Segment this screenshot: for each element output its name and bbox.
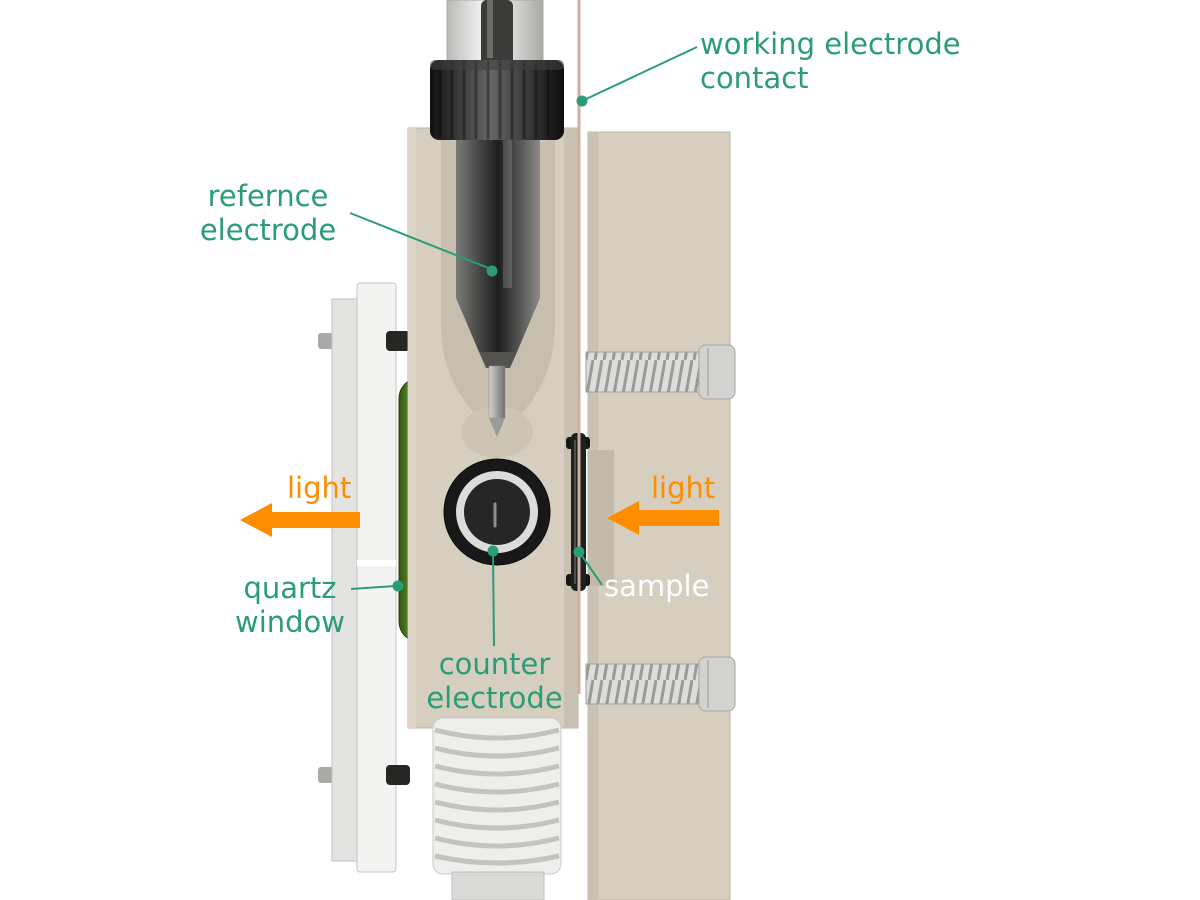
pointer-line-working-electrode — [583, 46, 698, 101]
pointer-dots — [392, 95, 588, 592]
label-light-right: light — [651, 471, 716, 505]
label-quartz-window: quartz window — [210, 571, 370, 639]
bottom-thread-plug — [432, 717, 562, 900]
label-reference-electrode-line1: refernce — [207, 179, 329, 213]
label-reference-electrode-line2: electrode — [199, 213, 337, 247]
pointer-line-quartz-window — [350, 585, 396, 590]
pointer-dot-reference-electrode — [486, 265, 498, 277]
clamp-screw-top — [585, 344, 736, 400]
label-counter-electrode-line2: electrode — [426, 681, 563, 715]
light-arrow-left — [240, 503, 360, 537]
label-quartz-window-line1: quartz — [243, 571, 337, 605]
label-sample: sample — [604, 569, 710, 603]
pointer-dot-sample — [573, 546, 585, 558]
window-flange-plates — [331, 282, 397, 873]
label-working-electrode-contact: working electrode contact — [700, 27, 961, 95]
label-working-electrode-contact-line2: contact — [700, 61, 809, 95]
clamp-screw-bottom — [585, 656, 736, 712]
label-reference-electrode: refernce electrode — [168, 179, 368, 247]
light-arrow-right — [607, 501, 719, 535]
label-quartz-window-line2: window — [234, 605, 346, 639]
pointer-dot-working-electrode — [576, 95, 588, 107]
electrode-cap — [430, 60, 564, 140]
pointer-line-counter-electrode — [492, 552, 495, 647]
counter-electrode-port — [443, 458, 551, 566]
label-counter-electrode: counter electrode — [402, 647, 587, 715]
pointer-lines — [349, 46, 698, 647]
flange-fastener-heads — [386, 331, 410, 785]
label-light-left: light — [287, 471, 352, 505]
pointer-line-sample — [581, 555, 603, 586]
label-working-electrode-contact-line1: working electrode — [700, 27, 961, 61]
pointer-line-reference-electrode — [349, 212, 492, 270]
pointer-dot-quartz-window — [392, 580, 404, 592]
pointer-dot-counter-electrode — [487, 545, 499, 557]
label-counter-electrode-line1: counter — [438, 647, 551, 681]
